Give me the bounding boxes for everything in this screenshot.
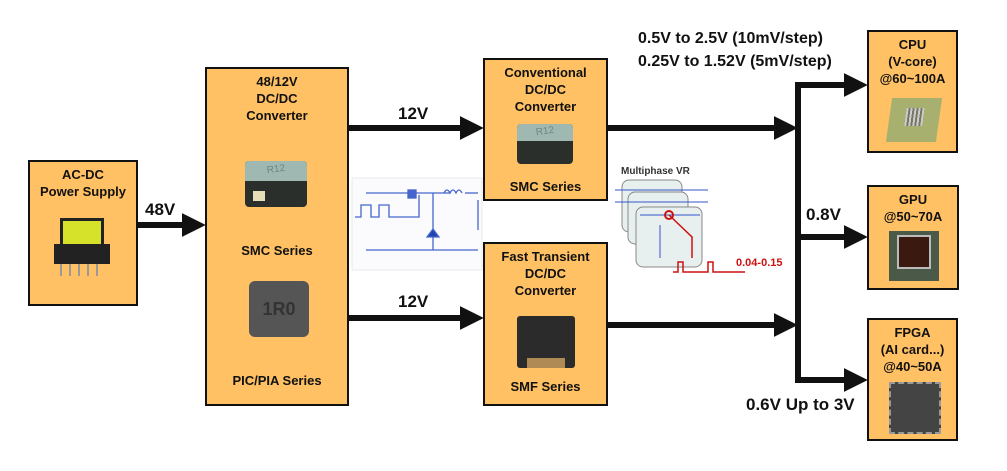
acdc-subtitle: Power Supply: [40, 184, 126, 199]
dcdc4812-title-2: DC/DC: [256, 91, 298, 106]
dcdc-48-12-converter-box: 48/12V DC/DC Converter R12 SMC Series 1R…: [205, 67, 349, 406]
label-multiphase-vr: Multiphase VR: [621, 166, 690, 177]
gpu-current: @50~70A: [883, 209, 943, 224]
fpga-title: FPGA: [894, 325, 931, 340]
dcdc4812-title-3: Converter: [246, 108, 308, 123]
smc-marking: R12: [535, 124, 555, 139]
fpga-current: @40~50A: [883, 359, 942, 374]
fast-transient-converter-box: Fast Transient DC/DC Converter SMF Serie…: [483, 242, 608, 406]
label-gpu-voltage: 0.8V: [806, 205, 841, 224]
label-12v-bottom: 12V: [398, 292, 429, 311]
smc-inductor-image: R12: [245, 161, 307, 207]
smc-series-label: SMC Series: [509, 179, 582, 194]
cpu-chip-image: [885, 98, 943, 142]
fpga-subtitle: (AI card...): [880, 342, 945, 357]
label-cpu-range-1: 0.5V to 2.5V (10mV/step): [638, 30, 823, 47]
label-48v: 48V: [145, 200, 176, 219]
conventional-title-3: Converter: [514, 99, 577, 114]
smc-marking: R12: [266, 162, 286, 177]
gpu-box: GPU @50~70A: [867, 185, 959, 290]
conventional-title-1: Conventional: [504, 65, 587, 80]
gpu-chip-image: [889, 231, 939, 281]
conventional-converter-box: Conventional DC/DC Converter R12 SMC Ser…: [483, 58, 608, 201]
conventional-title-2: DC/DC: [524, 82, 567, 97]
pic-pia-series-label: PIC/PIA Series: [232, 373, 322, 388]
smf-inductor-image: [517, 316, 575, 368]
fast-title-2: DC/DC: [524, 266, 567, 281]
cpu-title: CPU: [898, 37, 927, 52]
label-duty-range: 0.04-0.15: [736, 257, 783, 269]
fpga-box: FPGA (AI card...) @40~50A: [867, 318, 958, 441]
fpga-chip-image: [889, 382, 941, 434]
label-fpga-voltage: 0.6V Up to 3V: [746, 395, 855, 414]
cpu-current: @60~100A: [879, 71, 946, 86]
smc-series-label: SMC Series: [241, 243, 313, 258]
dcdc4812-title-1: 48/12V: [256, 74, 298, 89]
label-12v-top: 12V: [398, 104, 429, 123]
buck-schematic: [351, 177, 483, 271]
cpu-box: CPU (V-core) @60~100A: [867, 30, 958, 153]
smf-series-label: SMF Series: [510, 379, 581, 394]
multiphase-vr-schematic: [615, 179, 745, 273]
pic-inductor-image: 1R0: [249, 281, 309, 337]
label-cpu-range-2: 0.25V to 1.52V (5mV/step): [638, 53, 832, 70]
transformer-image: [54, 214, 110, 278]
cpu-subtitle: (V-core): [888, 54, 937, 69]
inductor-marking: 1R0: [262, 299, 296, 319]
acdc-power-supply-box: AC-DC Power Supply: [28, 160, 138, 306]
smc-inductor-image: R12: [517, 124, 573, 164]
fast-title-1: Fast Transient: [501, 249, 590, 264]
fast-title-3: Converter: [514, 283, 577, 298]
gpu-title: GPU: [898, 192, 928, 207]
acdc-title: AC-DC: [62, 167, 104, 182]
